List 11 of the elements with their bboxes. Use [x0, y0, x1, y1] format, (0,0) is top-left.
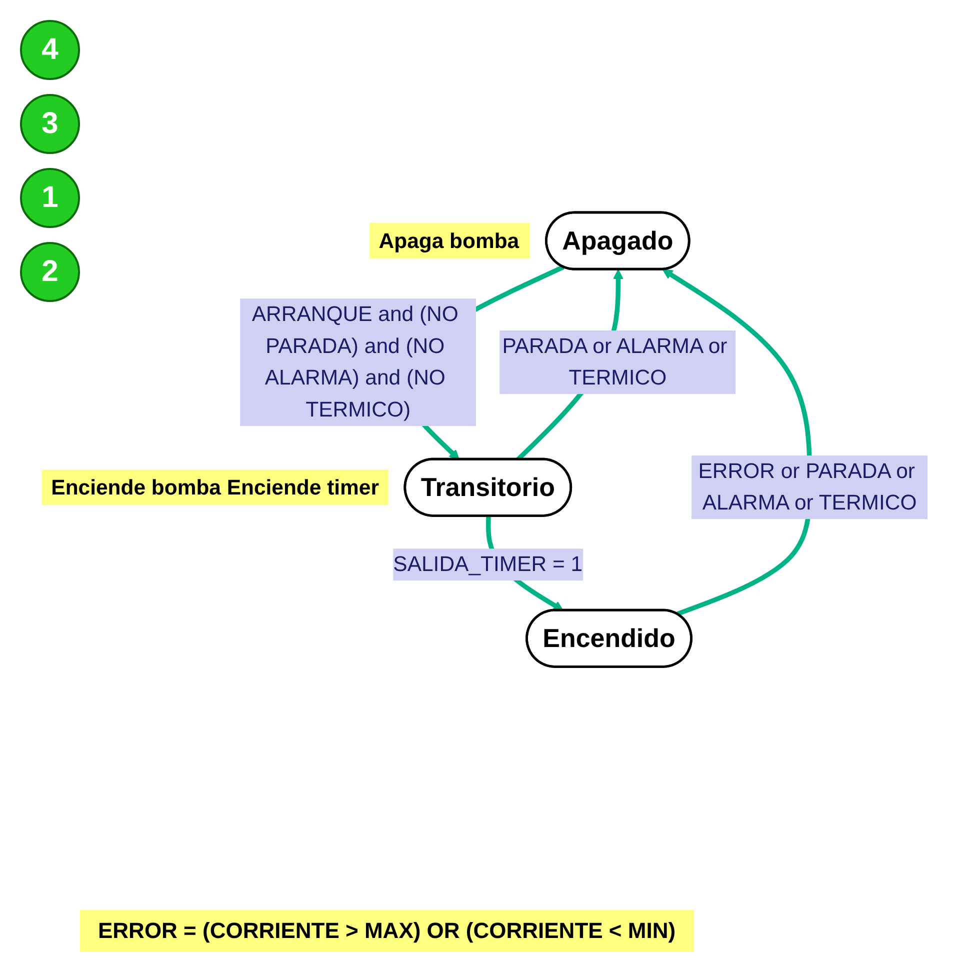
number-badge: 3: [20, 94, 80, 154]
note-box: Enciende bomba Enciende timer: [42, 470, 388, 506]
edge-label: ERROR or PARADA or ALARMA or TERMICO: [698, 459, 917, 515]
number-badge: 1: [20, 168, 80, 228]
note-text: ERROR = (CORRIENTE > MAX) OR (CORRIENTE < MIN): [80, 910, 694, 952]
number-badge: 2: [20, 242, 80, 302]
note-box: Apaga bomba: [369, 224, 530, 259]
edge-label: ARRANQUE and (NO PARADA) and (NO ALARMA) and (NO TERMICO): [252, 302, 458, 422]
number-badge: 4: [20, 20, 80, 80]
edge-label: SALIDA_TIMER = 1: [393, 552, 583, 576]
edge-label: PARADA or ALARMA or TERMICO: [502, 334, 728, 390]
